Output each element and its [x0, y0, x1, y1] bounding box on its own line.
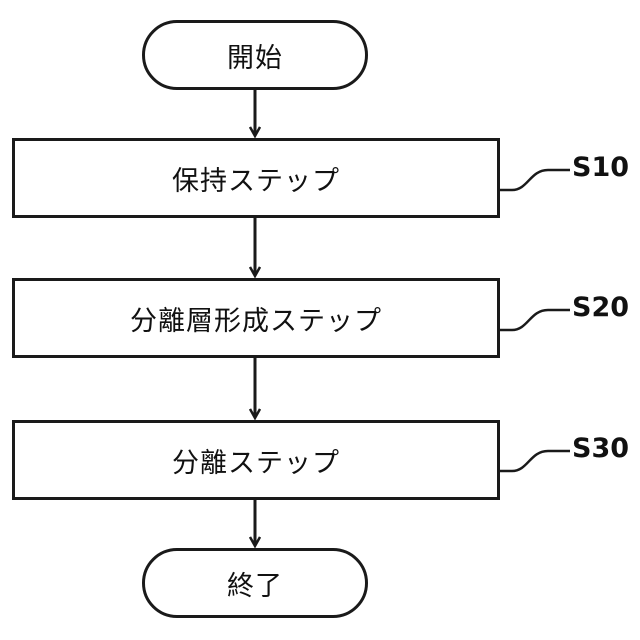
start-terminal: 開始	[142, 20, 368, 90]
process-box-s30: 分離ステップ	[12, 420, 500, 500]
step-id-s10: S10	[572, 152, 629, 183]
step-id-s20: S20	[572, 292, 629, 323]
leader-line-s20	[500, 310, 570, 330]
start-label: 開始	[227, 36, 283, 75]
step-id-s30: S30	[572, 433, 629, 464]
process-label-s20: 分離層形成ステップ	[130, 299, 382, 338]
process-label-s10: 保持ステップ	[172, 159, 340, 198]
process-label-s30: 分離ステップ	[172, 441, 340, 480]
leader-line-s10	[500, 170, 570, 190]
end-terminal: 終了	[142, 548, 368, 618]
process-box-s10: 保持ステップ	[12, 138, 500, 218]
end-label: 終了	[227, 564, 283, 603]
process-box-s20: 分離層形成ステップ	[12, 278, 500, 358]
leader-line-s30	[500, 451, 570, 471]
